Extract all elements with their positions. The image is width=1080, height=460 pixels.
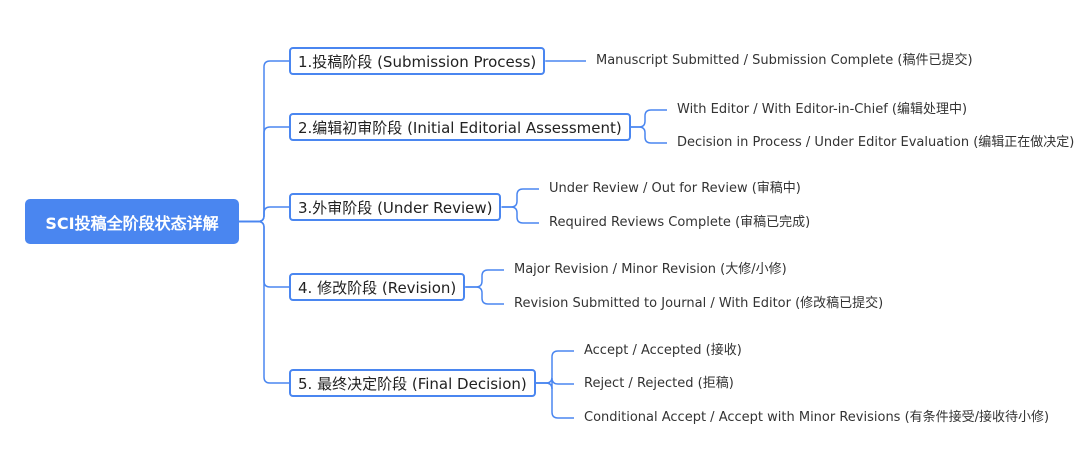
status-reject: Reject / Rejected (拒稿) [584,376,734,391]
root-connector-5 [239,220,289,384]
status-revision-submitted: Revision Submitted to Journal / With Edi… [514,296,884,311]
status-decision-in-process: Decision in Process / Under Editor Evalu… [677,135,1075,150]
status-submitted: Manuscript Submitted / Submission Comple… [596,53,973,68]
stage-node-revision: 4. 修改阶段 (Revision) [289,273,466,301]
status-major-minor-revision: Major Revision / Minor Revision (大修/小修) [514,262,787,277]
stage-2-connector-2 [630,126,667,144]
status-with-editor: With Editor / With Editor-in-Chief (编辑处理… [677,102,968,117]
stage-3-connector-2 [501,206,539,224]
status-conditional-accept: Conditional Accept / Accept with Minor R… [584,410,1050,425]
stage-node-under-review: 3.外审阶段 (Under Review) [289,193,502,221]
stage-4-connector-2 [465,286,504,305]
status-accept: Accept / Accepted (接收) [584,343,742,358]
root-node: SCI投稿全阶段状态详解 [25,199,239,244]
stage-node-initial-assessment: 2.编辑初审阶段 (Initial Editorial Assessment) [289,113,631,141]
stage-node-final-decision: 5. 最终决定阶段 (Final Decision) [289,369,536,397]
stage-4-connector-1 [465,269,504,288]
stage-3-connector-1 [501,188,539,208]
status-under-review: Under Review / Out for Review (审稿中) [549,181,801,196]
stage-5-connector-3 [535,382,574,419]
status-reviews-complete: Required Reviews Complete (审稿已完成) [549,215,811,230]
stage-5-connector-1 [535,350,574,384]
stage-2-connector-1 [630,109,667,128]
stage-node-submission: 1.投稿阶段 (Submission Process) [289,47,546,75]
